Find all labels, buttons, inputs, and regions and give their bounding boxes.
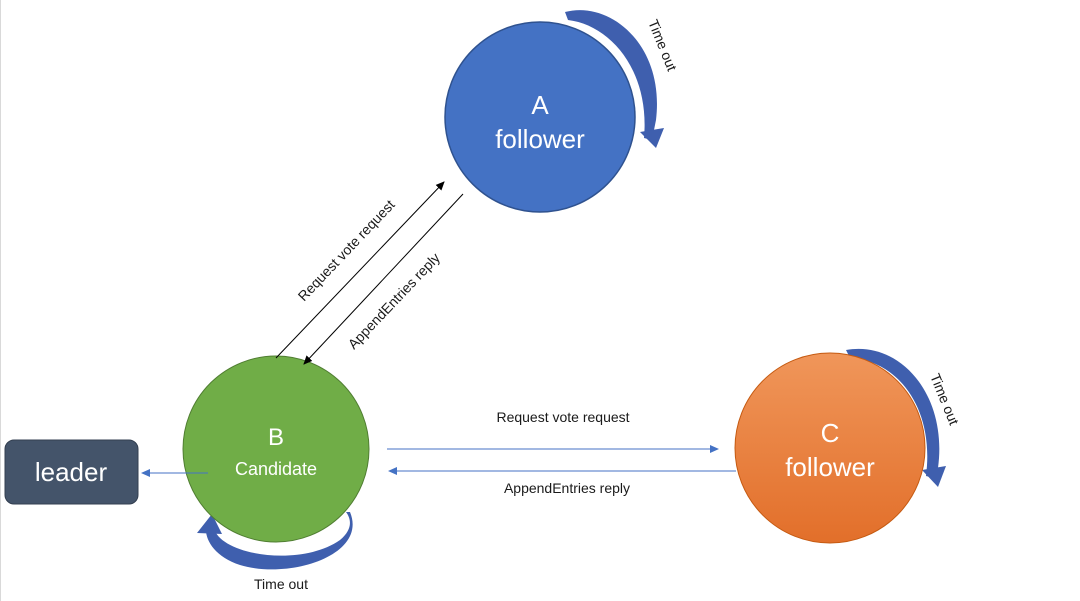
node-c: C follower	[734, 352, 926, 544]
node-b-timeout-arrow	[197, 512, 353, 570]
timeout-label-a: Time out	[645, 17, 680, 73]
leader-label: leader	[35, 457, 108, 487]
node-a-timeout-arrow	[565, 10, 664, 148]
node-a-letter: A	[531, 90, 549, 120]
node-b: B Candidate	[182, 355, 370, 543]
node-c-role: follower	[785, 452, 875, 482]
node-c-timeout-arrow	[846, 348, 946, 487]
arrow-b-to-a	[275, 181, 445, 359]
node-c-letter: C	[821, 418, 840, 448]
edge-label-b-to-c: Request vote request	[496, 409, 629, 425]
leader-box: leader	[4, 439, 139, 505]
node-a-role: follower	[495, 124, 585, 154]
edge-label-c-to-b: AppendEntries reply	[504, 480, 630, 496]
edge-label-b-to-a: Request vote request	[295, 196, 398, 304]
arrow-a-to-b	[303, 193, 464, 365]
edge-label-a-to-b: AppendEntries reply	[345, 250, 443, 352]
node-a: A follower	[444, 21, 636, 213]
node-b-letter: B	[268, 424, 284, 451]
timeout-label-b: Time out	[254, 576, 308, 592]
left-border	[0, 0, 1, 601]
node-b-role: Candidate	[235, 459, 317, 479]
